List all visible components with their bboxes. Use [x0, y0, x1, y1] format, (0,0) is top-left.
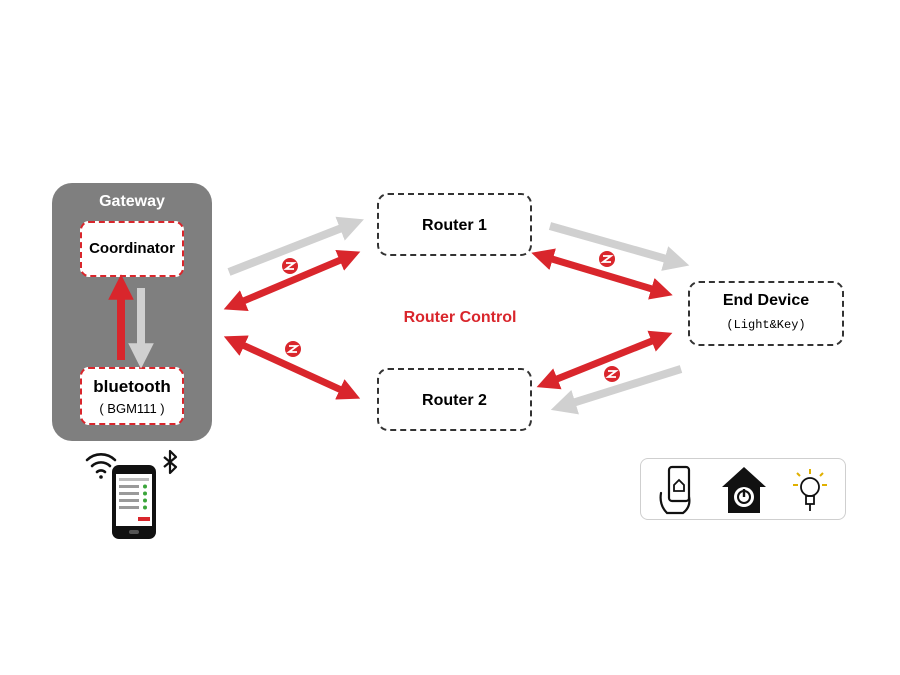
gray-arrow-enddevice-router2 — [550, 365, 683, 415]
zigbee-icon — [599, 251, 615, 267]
bluetooth-label: bluetooth — [93, 377, 171, 396]
zigbee-icon — [285, 341, 301, 357]
red-arrow-router2-enddevice — [536, 330, 673, 390]
home-power-icon — [722, 467, 766, 513]
zigbee-icon — [282, 258, 298, 274]
router-2-box: Router 2 — [377, 368, 532, 431]
wifi-icon — [85, 453, 117, 479]
router-control-label: Router Control — [403, 309, 517, 326]
router-1-box: Router 1 — [377, 193, 532, 256]
red-arrow-gateway-router1 — [223, 250, 361, 311]
gateway-title: Gateway — [99, 193, 165, 210]
router-2-label: Router 2 — [422, 392, 487, 409]
end-device-box: End Device (Light&Key) — [688, 281, 844, 346]
phone-home-icon — [659, 465, 691, 515]
end-device-label: End Device — [722, 292, 810, 309]
bluetooth-icon — [163, 449, 178, 475]
bluetooth-sublabel: ( BGM111 ) — [99, 401, 165, 416]
end-device-sublabel: (Light&Key) — [726, 318, 806, 332]
legend-box — [640, 458, 846, 520]
zigbee-icon — [604, 366, 620, 382]
phone-icon — [112, 465, 156, 539]
light-bulb-icon — [793, 469, 827, 511]
coordinator-label: Coordinator — [89, 240, 175, 257]
red-arrow-gateway-router2 — [223, 335, 361, 400]
router-1-label: Router 1 — [422, 217, 487, 234]
red-arrow-router1-enddevice — [531, 248, 673, 300]
